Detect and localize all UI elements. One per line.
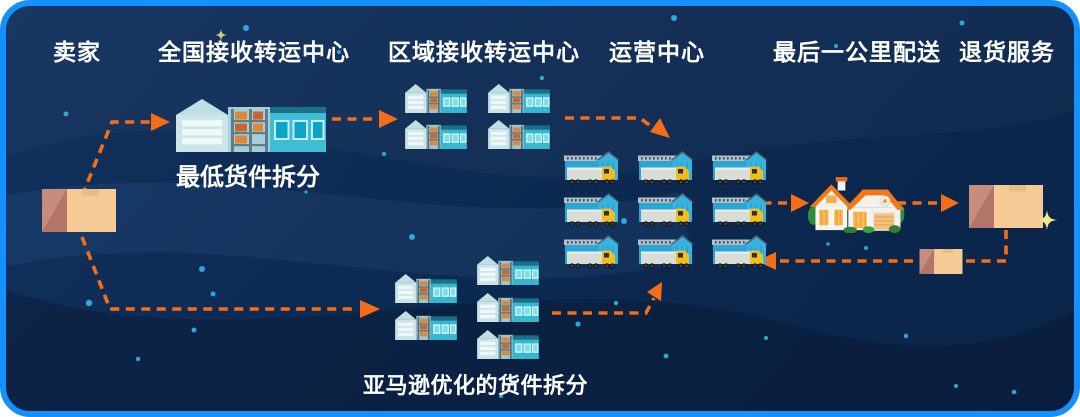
regional-warehouse-icon [404, 120, 468, 149]
stage-label-seller: 卖家 [53, 39, 101, 65]
arrow-regional-to-operations [565, 116, 654, 129]
regional-warehouse-icon [394, 274, 458, 303]
operations-unit-icon [638, 235, 694, 272]
background-decor [6, 15, 1074, 411]
caption-minimal-split: 最低货件拆分 [176, 164, 320, 191]
operations-unit-icon [638, 151, 694, 188]
operations-unit-icon [712, 193, 768, 230]
sparkle-icon [215, 29, 227, 41]
regional-warehouse-icon [487, 84, 551, 113]
regional-warehouse-icon [476, 256, 540, 285]
operations-unit-icon [564, 235, 620, 272]
regional-warehouse-icon [487, 120, 551, 149]
stage-label-national-center: 全国接收转运中心 [158, 39, 350, 65]
regional-warehouse-icon [476, 293, 540, 322]
caption-optimized-split: 亚马逊优化的货件拆分 [363, 373, 589, 398]
arrow-optimized-to-operations [552, 297, 656, 315]
national-warehouse-icon [176, 99, 326, 152]
operations-unit-icon [564, 151, 620, 188]
seller-package-icon [42, 189, 116, 232]
stage-label-returns-service: 退货服务 [959, 39, 1055, 65]
stage-label-last-mile: 最后一公里配送 [773, 39, 941, 65]
stage-label-operations-center: 运营中心 [609, 39, 705, 65]
flow-arrows [80, 110, 1008, 318]
arrow-seller-to-national [80, 120, 152, 197]
delivered-package-icon [969, 185, 1043, 228]
return-package-icon [919, 249, 963, 274]
operations-unit-icon [564, 193, 620, 230]
sparkle-icon [1037, 210, 1057, 230]
operations-unit-icon [638, 193, 694, 230]
regional-warehouse-icon [404, 84, 468, 113]
operations-unit-icon [712, 151, 768, 188]
arrow-seller-to-optimized-split [80, 236, 358, 311]
arrow-return-path [777, 230, 1008, 263]
stage-label-regional-center: 区域接收转运中心 [388, 39, 580, 65]
delivery-house-icon [806, 177, 906, 233]
regional-warehouse-icon [394, 311, 458, 340]
operations-unit-icon [712, 235, 768, 272]
regional-warehouse-icon [476, 330, 540, 359]
